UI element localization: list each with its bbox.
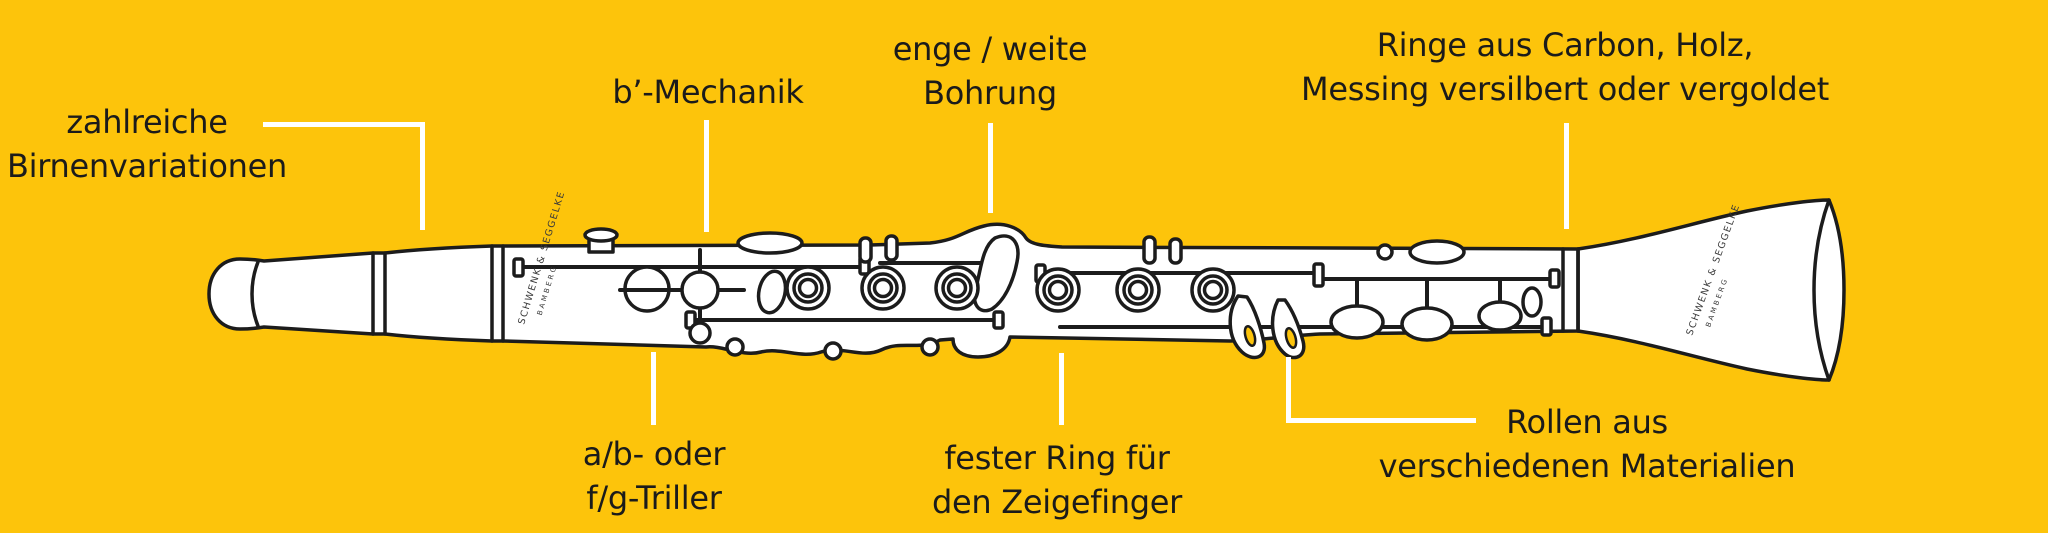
roller (1284, 327, 1298, 349)
key-rods (514, 261, 1558, 329)
bottom-pads (725, 337, 940, 361)
clarinet-bell (1576, 198, 1846, 382)
throat-key (972, 234, 1020, 313)
label-b-mechanik: b’-Mechanik (558, 70, 858, 114)
label-line: Birnenvariationen (6, 147, 288, 185)
label-line: f/g-Triller (586, 479, 722, 517)
label-zeigefinger: fester Ring für den Zeigefinger (907, 436, 1207, 524)
leader-birnen-horizontal (263, 122, 425, 127)
label-bohrung: enge / weite Bohrung (840, 27, 1140, 115)
label-line: Rollen aus (1506, 403, 1668, 441)
clarinet-keywork (512, 227, 1561, 361)
label-line: zahlreiche (66, 103, 228, 141)
label-rollen: Rollen aus verschiedenen Materialien (1377, 400, 1797, 488)
label-line: a/b- oder (582, 435, 726, 473)
ring-keys (785, 265, 1236, 313)
label-line: fester Ring für (944, 439, 1170, 477)
leader-zeigefinger (1059, 353, 1064, 425)
trill-key-cluster (618, 248, 746, 345)
leader-rollen-vertical (1286, 357, 1291, 423)
pinky-levers-with-rollers (1228, 294, 1306, 360)
leader-rollen-horizontal (1286, 418, 1476, 423)
leader-birnen-vertical (420, 122, 425, 230)
label-ringe: Ringe aus Carbon, Holz, Messing versilbe… (1285, 23, 1845, 111)
label-line: Ringe aus Carbon, Holz, (1376, 26, 1754, 64)
leader-bohrung (988, 123, 993, 213)
label-line: Messing versilbert oder vergoldet (1301, 70, 1829, 108)
label-line: Bohrung (923, 74, 1057, 112)
side-keys (736, 231, 1466, 265)
leader-mechanik (704, 120, 709, 232)
leader-ringe (1564, 123, 1569, 229)
label-triller: a/b- oder f/g-Triller (504, 432, 804, 520)
label-line: verschiedenen Materialien (1378, 447, 1796, 485)
key-posts (512, 255, 1561, 337)
label-line: b’-Mechanik (612, 73, 804, 111)
pad-key (756, 269, 788, 315)
roller (1243, 325, 1257, 347)
label-birnenvariationen: zahlreiche Birnenvariationen (0, 100, 307, 188)
pad-cups (1329, 277, 1543, 342)
leader-triller (651, 352, 656, 425)
label-line: den Zeigefinger (931, 483, 1183, 521)
register-key (583, 227, 619, 254)
label-line: enge / weite (892, 30, 1088, 68)
